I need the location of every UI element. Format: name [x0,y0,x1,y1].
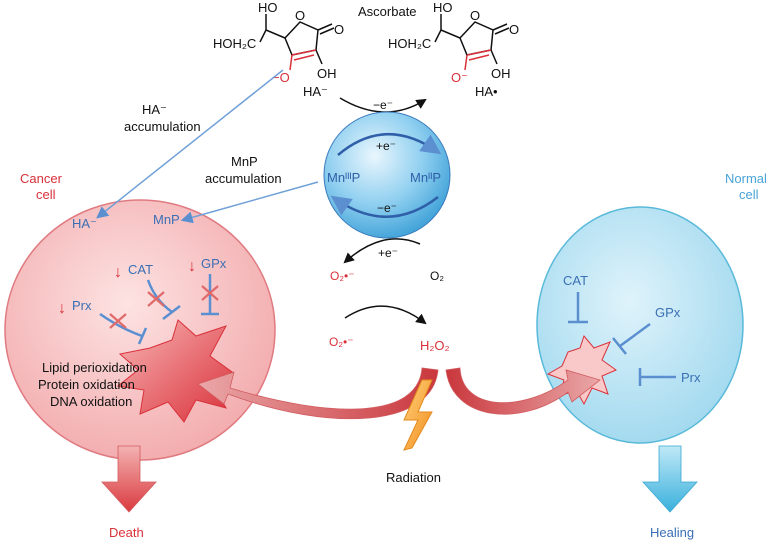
mnp-in-cell: MnP [153,212,180,227]
left-hoh2c: HOH₂C [213,36,256,51]
left-oh: OH [317,66,337,81]
gpx-cancer-label: GPx [201,256,227,271]
left-species-label: HA⁻ [303,84,328,99]
right-ho: HO [433,0,453,15]
ascorbate-label: Ascorbate [358,4,417,19]
top-minus-e: −e⁻ [373,98,393,112]
cancer-cell-label-2: cell [36,187,56,202]
cancer-damage-burst [116,319,233,423]
lightning-bolt-icon [403,379,433,451]
ascorbate-anion-structure [259,14,335,71]
cycle-plus-e: +e⁻ [376,139,396,153]
left-o-ring: O [295,8,305,23]
mnp-accumulation-arrow [180,181,319,224]
death-label: Death [109,525,144,540]
right-o-carbonyl: O [509,22,519,37]
right-hoh2c: HOH₂C [388,36,431,51]
cat-cancer-label: CAT [128,262,153,277]
cat-normal-label: CAT [563,273,588,288]
healing-label: Healing [650,525,694,540]
normal-cell-label-1: Normal [725,171,767,186]
cycle-minus-e: −e⁻ [377,201,397,215]
mn2p-label: MnᴵᴵP [410,170,441,185]
damage-line-1: Lipid perioxidation [42,360,147,375]
normal-cell [536,206,744,444]
ha-accumulation-arrow [96,69,284,219]
ascorbyl-radical-structure [434,14,510,71]
prx-normal-label: Prx [681,370,701,385]
cat-down-arrow: ↓ [114,264,122,281]
gpx-normal-label: GPx [655,305,681,320]
damage-line-3: DNA oxidation [50,394,132,409]
right-o-ring: O [470,8,480,23]
damage-line-2: Protein oxidation [38,377,135,392]
mn3p-label: MnᴵᴵᴵP [327,170,360,185]
death-arrow [101,445,157,513]
radiation-label: Radiation [386,470,441,485]
reduction-arrow [343,238,421,264]
left-ho: HO [258,0,278,15]
mnp-accumulation-line2: accumulation [205,171,282,186]
radiation-to-normal-arrow [445,367,601,415]
healing-arrow [642,445,698,513]
bottom-plus-e: +e⁻ [378,246,398,260]
prx-down-arrow: ↓ [58,300,66,317]
cycle-arrow-top [337,133,442,156]
cancer-inhibition-crosses [109,285,219,329]
gpx-down-arrow: ↓ [188,258,196,275]
left-o-carbonyl: O [334,22,344,37]
prx-cancer-label: Prx [72,298,92,313]
normal-inhibitions [568,292,676,386]
ha-in-cell: HA⁻ [72,216,97,231]
superoxide-2: O₂•⁻ [329,335,354,349]
oxygen-label: O₂ [430,269,444,283]
normal-cell-label-2: cell [739,187,759,202]
right-o-minus: O⁻ [451,70,468,85]
right-oh: OH [491,66,511,81]
ha-accumulation-line1: HA⁻ [142,102,167,117]
dismutation-arrow [344,305,427,325]
cancer-cell-label-1: Cancer [20,171,63,186]
h2o2-label: H₂O₂ [420,338,450,353]
mnp-accumulation-line1: MnP [231,154,258,169]
ha-accumulation-line2: accumulation [124,119,201,134]
superoxide-1: O₂•⁻ [330,269,355,283]
cycle-arrow-bottom [330,195,439,218]
left-o-minus: −O [272,70,290,85]
cancer-cell [4,199,276,461]
right-species-label: HA• [475,84,498,99]
